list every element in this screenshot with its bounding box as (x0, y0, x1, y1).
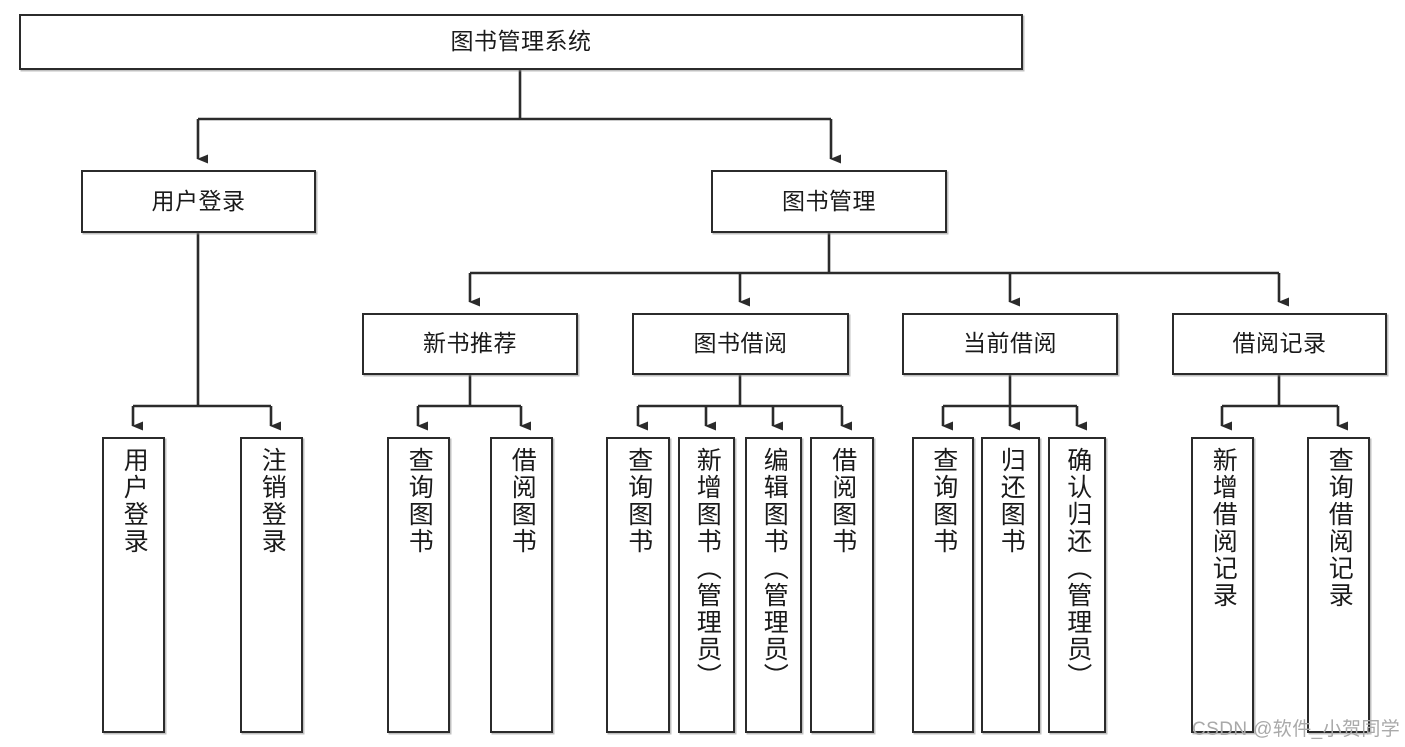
node-new-book-recommend-label: 新书推荐 (423, 330, 517, 357)
node-leaf-user-login-label: 用户登录 (120, 447, 149, 555)
node-leaf-return-book[interactable]: 归还图书 (981, 437, 1040, 733)
node-leaf-query-book-current[interactable]: 查询图书 (912, 437, 974, 733)
node-leaf-query-book-current-label: 查询图书 (929, 447, 958, 555)
node-leaf-add-book-admin[interactable]: 新增图书（管理员） (678, 437, 735, 733)
node-leaf-edit-book-admin-label: 编辑图书（管理员） (760, 447, 789, 690)
node-leaf-borrow-book-label: 借阅图书 (828, 447, 857, 555)
node-user-login-label: 用户登录 (151, 187, 246, 214)
node-book-management[interactable]: 图书管理 (711, 170, 947, 233)
node-current-borrow-label: 当前借阅 (963, 330, 1057, 357)
node-book-borrow[interactable]: 图书借阅 (632, 313, 849, 375)
node-new-book-recommend[interactable]: 新书推荐 (362, 313, 578, 375)
node-book-management-label: 图书管理 (782, 187, 876, 214)
node-leaf-confirm-return-admin-label: 确认归还（管理员） (1063, 447, 1092, 690)
node-leaf-query-book-borrow[interactable]: 查询图书 (606, 437, 670, 733)
node-current-borrow[interactable]: 当前借阅 (902, 313, 1118, 375)
node-leaf-borrow-book[interactable]: 借阅图书 (810, 437, 874, 733)
node-root[interactable]: 图书管理系统 (19, 14, 1023, 70)
node-leaf-query-book-new[interactable]: 查询图书 (387, 437, 450, 733)
node-leaf-add-borrow-record-label: 新增借阅记录 (1209, 447, 1238, 609)
watermark: CSDN @软件_小贺同学 (1192, 719, 1401, 740)
node-leaf-query-book-borrow-label: 查询图书 (624, 447, 653, 555)
node-leaf-user-login[interactable]: 用户登录 (102, 437, 165, 733)
node-leaf-logout[interactable]: 注销登录 (240, 437, 303, 733)
node-leaf-borrow-book-new-label: 借阅图书 (508, 447, 537, 555)
node-leaf-logout-label: 注销登录 (258, 447, 287, 555)
node-leaf-borrow-book-new[interactable]: 借阅图书 (490, 437, 553, 733)
node-leaf-edit-book-admin[interactable]: 编辑图书（管理员） (745, 437, 802, 733)
node-leaf-return-book-label: 归还图书 (997, 447, 1026, 555)
node-leaf-add-borrow-record[interactable]: 新增借阅记录 (1191, 437, 1254, 733)
node-leaf-query-borrow-record[interactable]: 查询借阅记录 (1307, 437, 1370, 733)
node-book-borrow-label: 图书借阅 (693, 330, 788, 357)
node-leaf-query-book-new-label: 查询图书 (405, 447, 434, 555)
node-leaf-query-borrow-record-label: 查询借阅记录 (1325, 447, 1354, 609)
node-user-login[interactable]: 用户登录 (81, 170, 316, 233)
node-root-label: 图书管理系统 (450, 28, 592, 55)
node-borrow-record-label: 借阅记录 (1232, 330, 1327, 357)
node-leaf-confirm-return-admin[interactable]: 确认归还（管理员） (1048, 437, 1106, 733)
node-leaf-add-book-admin-label: 新增图书（管理员） (693, 447, 722, 690)
node-borrow-record[interactable]: 借阅记录 (1172, 313, 1387, 375)
